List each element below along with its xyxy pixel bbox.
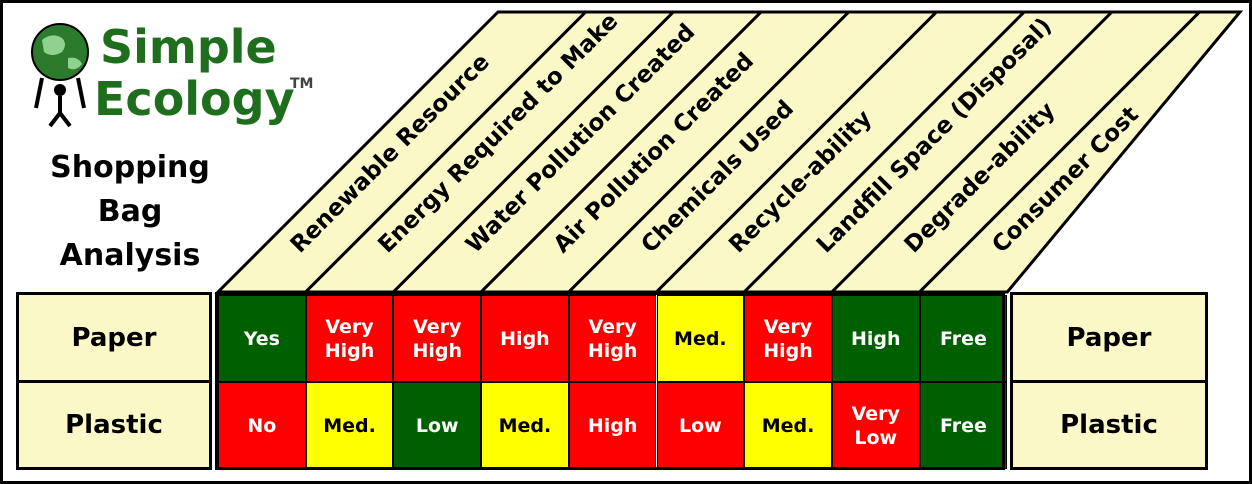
- grid-border: [215, 292, 1005, 470]
- rating-cell: Very High: [568, 295, 657, 382]
- rating-cell: Very Low: [831, 382, 920, 469]
- simple-ecology-logo: Simple Ecology TM: [22, 18, 322, 133]
- logo-word-simple: Simple: [100, 20, 277, 74]
- title-line: Shopping: [50, 150, 210, 185]
- logo-word-ecology: Ecology: [94, 72, 295, 126]
- globe-figure-icon: [31, 23, 89, 128]
- rating-cell: Very High: [305, 295, 394, 382]
- row-label-left-plastic: Plastic: [16, 380, 212, 470]
- diagram-title: Shopping Bag Analysis: [30, 146, 230, 278]
- title-line: Bag: [97, 194, 163, 229]
- rating-cell: Very High: [393, 295, 482, 382]
- rating-cell: Very High: [744, 295, 832, 382]
- rating-cell: Med.: [305, 382, 394, 469]
- rating-cell: Med.: [656, 295, 745, 382]
- row-label-right-plastic: Plastic: [1010, 380, 1208, 470]
- rating-cell: Yes: [218, 295, 306, 382]
- rating-cell: High: [481, 295, 569, 382]
- rating-cell: High: [568, 382, 657, 469]
- title-line: Analysis: [59, 238, 201, 273]
- rating-cell: Free: [919, 382, 1008, 469]
- rating-cell: Free: [919, 295, 1008, 382]
- rating-cell: Low: [393, 382, 482, 469]
- row-label-right-paper: Paper: [1010, 292, 1208, 383]
- rating-cell: High: [831, 295, 920, 382]
- rating-cell: Med.: [744, 382, 832, 469]
- rating-cell: Low: [656, 382, 745, 469]
- row-label-left-paper: Paper: [16, 292, 212, 383]
- trademark-mark: TM: [290, 76, 314, 92]
